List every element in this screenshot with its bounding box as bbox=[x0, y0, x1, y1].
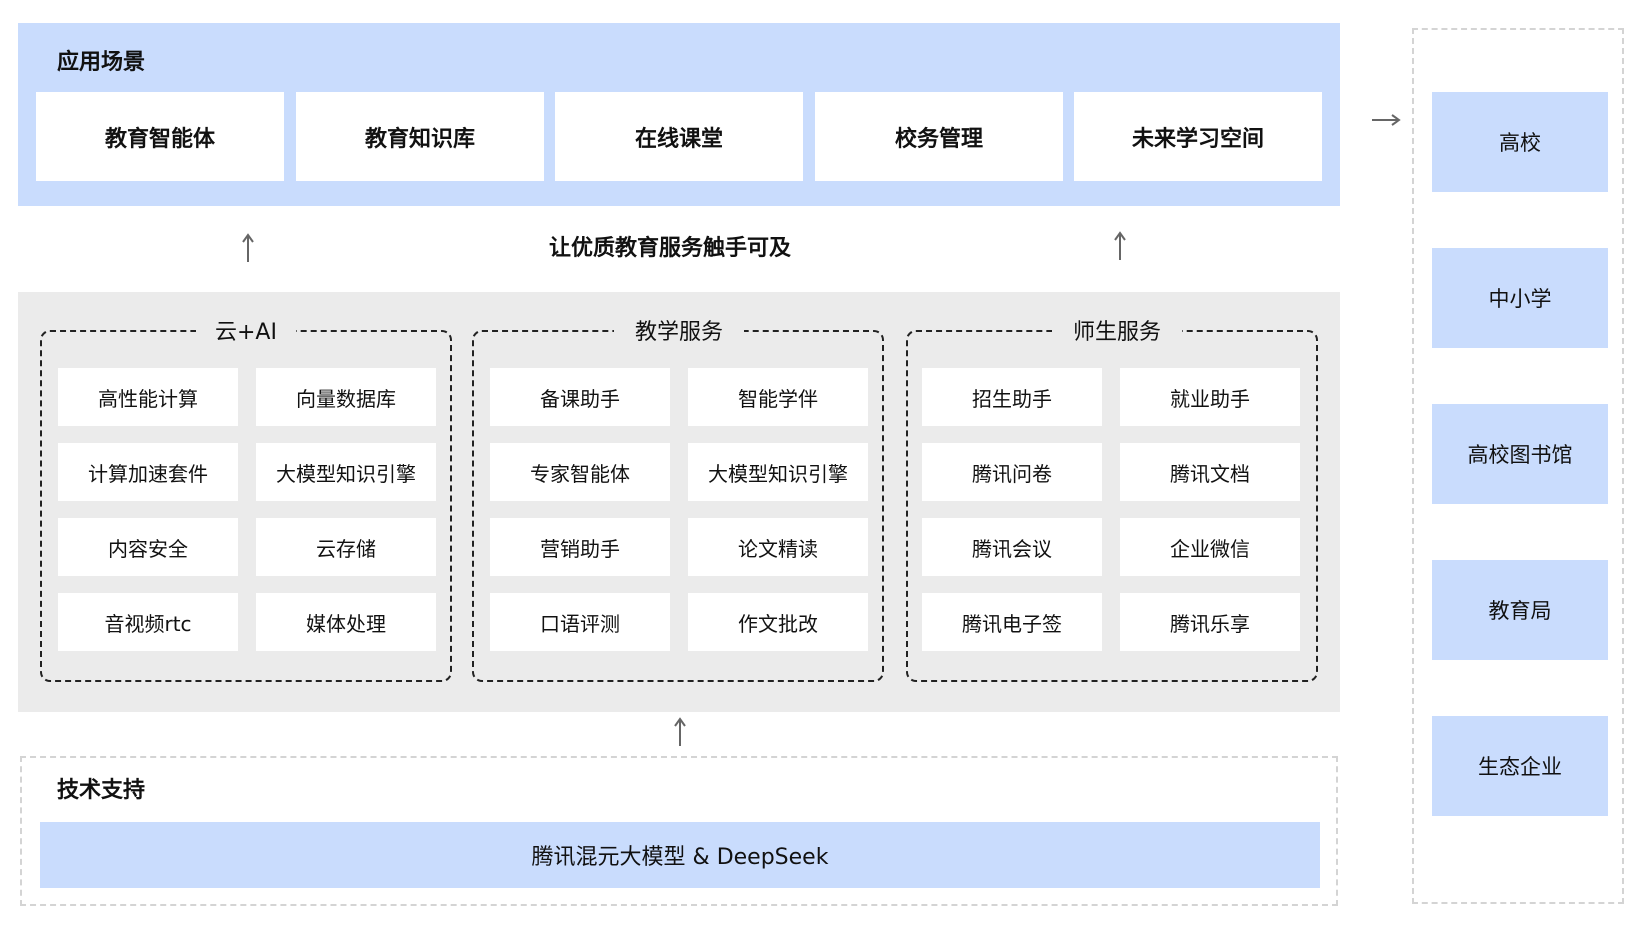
services-panel bbox=[18, 292, 1340, 712]
audience-university-library: 高校图书馆 bbox=[1432, 404, 1608, 504]
service-item: 备课助手 bbox=[490, 368, 670, 426]
service-item: 腾讯电子签 bbox=[922, 593, 1102, 651]
tagline: 让优质教育服务触手可及 bbox=[548, 236, 791, 261]
audience-k12-school: 中小学 bbox=[1432, 248, 1608, 348]
service-item: 腾讯乐享 bbox=[1120, 593, 1300, 651]
app-card-knowledge-base: 教育知识库 bbox=[296, 92, 544, 181]
app-card-online-classroom: 在线课堂 bbox=[555, 92, 803, 181]
service-item: 音视频rtc bbox=[58, 593, 238, 651]
service-item: 智能学伴 bbox=[688, 368, 868, 426]
audiences-panel bbox=[1412, 28, 1624, 904]
tech-support-model-bar: 腾讯混元大模型 & DeepSeek bbox=[40, 822, 1320, 888]
group-title-teacher-student-services: 师生服务 bbox=[1052, 312, 1182, 348]
service-item: 招生助手 bbox=[922, 368, 1102, 426]
arrow-up-icon bbox=[1114, 231, 1126, 260]
arrow-up-icon bbox=[674, 717, 686, 746]
service-item: 腾讯文档 bbox=[1120, 443, 1300, 501]
app-card-future-learning-space: 未来学习空间 bbox=[1074, 92, 1322, 181]
service-item: 大模型知识引擎 bbox=[688, 443, 868, 501]
service-item: 向量数据库 bbox=[256, 368, 436, 426]
group-title-teaching-services: 教学服务 bbox=[614, 312, 744, 348]
service-item: 营销助手 bbox=[490, 518, 670, 576]
arrow-up-icon bbox=[242, 233, 254, 262]
service-item: 作文批改 bbox=[688, 593, 868, 651]
service-item: 计算加速套件 bbox=[58, 443, 238, 501]
service-item: 云存储 bbox=[256, 518, 436, 576]
service-item: 论文精读 bbox=[688, 518, 868, 576]
arrow-right-icon bbox=[1372, 114, 1401, 126]
service-item: 大模型知识引擎 bbox=[256, 443, 436, 501]
service-item: 媒体处理 bbox=[256, 593, 436, 651]
audience-university: 高校 bbox=[1432, 92, 1608, 192]
service-item: 口语评测 bbox=[490, 593, 670, 651]
tech-support-panel bbox=[20, 756, 1338, 906]
service-item: 就业助手 bbox=[1120, 368, 1300, 426]
service-item: 专家智能体 bbox=[490, 443, 670, 501]
service-item: 腾讯会议 bbox=[922, 518, 1102, 576]
app-card-school-management: 校务管理 bbox=[815, 92, 1063, 181]
audience-ecosystem-enterprise: 生态企业 bbox=[1432, 716, 1608, 816]
service-item: 腾讯问卷 bbox=[922, 443, 1102, 501]
app-scenarios-title: 应用场景 bbox=[57, 50, 146, 75]
audience-education-bureau: 教育局 bbox=[1432, 560, 1608, 660]
service-item: 内容安全 bbox=[58, 518, 238, 576]
service-item: 企业微信 bbox=[1120, 518, 1300, 576]
tech-support-title: 技术支持 bbox=[57, 778, 146, 803]
group-title-cloud-ai: 云+AI bbox=[196, 312, 296, 348]
app-card-education-agent: 教育智能体 bbox=[36, 92, 284, 181]
service-item: 高性能计算 bbox=[58, 368, 238, 426]
